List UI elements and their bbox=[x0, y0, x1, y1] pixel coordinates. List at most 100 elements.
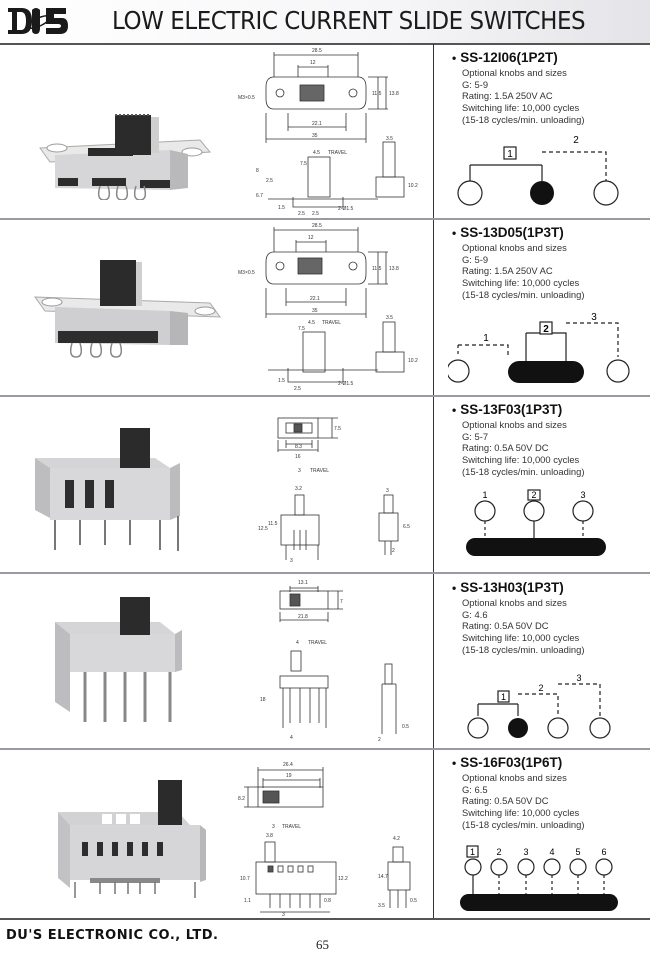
dim-label: 4.5 bbox=[308, 320, 315, 326]
diagram-label: 2 bbox=[538, 683, 543, 693]
dim-label: 4 bbox=[290, 735, 293, 741]
spec-block-ss-13f03: •SS-13F03(1P3T) Optional knobs and sizes… bbox=[452, 402, 647, 478]
dim-label: 16 bbox=[295, 454, 301, 460]
dim-label: TRAVEL bbox=[328, 150, 347, 156]
dimension-drawing-ss-13d05: 28.5 12 M3×0.5 11.5 13.8 22.1 35 4.5 TRA… bbox=[238, 223, 418, 392]
dim-label: 28.5 bbox=[312, 223, 322, 229]
diagram-label: 1 bbox=[501, 692, 506, 702]
dim-label: 12 bbox=[310, 60, 316, 66]
switch-photo-ss-13d05 bbox=[34, 260, 221, 358]
company-name: DU'S ELECTRONIC CO., LTD. bbox=[6, 928, 219, 943]
spec-knobs: Optional knobs and sizes bbox=[462, 597, 567, 608]
dim-label: 22.1 bbox=[312, 121, 322, 127]
dim-label: 8.2 bbox=[238, 796, 245, 802]
dim-label: 3.5 bbox=[386, 136, 393, 142]
dim-label: TRAVEL bbox=[282, 824, 301, 830]
dim-label: 10.2 bbox=[408, 183, 418, 189]
dim-label: 7.5 bbox=[298, 326, 305, 332]
spec-life: Switching life: 10,000 cycles bbox=[462, 277, 580, 289]
dim-label: 4.5 bbox=[313, 150, 320, 156]
contact-diagram-1p3t-d05: 1 2 3 bbox=[448, 312, 630, 383]
spec-g: G: 6.5 bbox=[462, 783, 488, 795]
diagram-label: 1 bbox=[470, 847, 475, 857]
spec-g: G: 5-9 bbox=[462, 78, 489, 90]
dim-label: 12 bbox=[308, 235, 314, 241]
dim-label: 7.5 bbox=[334, 426, 341, 432]
page-title: LOW ELECTRIC CURRENT SLIDE SWITCHES bbox=[112, 6, 586, 35]
row-divider bbox=[0, 748, 650, 750]
model-title: •SS-12I06(1P2T) bbox=[452, 50, 558, 65]
dim-label: 1.1 bbox=[244, 898, 251, 904]
dim-label: 3 bbox=[386, 488, 389, 494]
dim-label: 0.5 bbox=[402, 724, 409, 730]
dim-label: 3 bbox=[290, 558, 293, 564]
spec-rating: Rating: 0.5A 50V DC bbox=[462, 795, 549, 807]
dim-label: 3 bbox=[282, 912, 285, 917]
spec-rate: (15-18 cycles/min. unloading) bbox=[462, 818, 585, 830]
dim-label: 14.7 bbox=[378, 874, 388, 880]
dim-label: 35 bbox=[312, 133, 318, 139]
contact-diagram-1p2t: 1 2 bbox=[457, 135, 619, 206]
dim-label: 7.5 bbox=[300, 161, 307, 167]
dim-label: 0.5 bbox=[410, 898, 417, 904]
dim-label: TRAVEL bbox=[322, 320, 341, 326]
model-title: •SS-13D05(1P3T) bbox=[452, 225, 564, 240]
model-title: •SS-13F03(1P3T) bbox=[452, 402, 563, 417]
spec-block-ss-12i06: •SS-12I06(1P2T) Optional knobs and sizes… bbox=[452, 50, 647, 126]
diagram-label: 1 bbox=[483, 333, 489, 344]
spec-life: Switching life: 10,000 cycles bbox=[462, 102, 580, 114]
diagram-label: 3 bbox=[523, 847, 528, 857]
dim-label: 2.5 bbox=[312, 211, 319, 217]
diagram-label: 1 bbox=[507, 149, 513, 160]
dim-label: 22.1 bbox=[310, 296, 320, 302]
dim-label: 35 bbox=[312, 308, 318, 314]
model-title: •SS-13H03(1P3T) bbox=[452, 580, 564, 595]
row-divider bbox=[0, 572, 650, 574]
dim-label: 19 bbox=[286, 773, 292, 779]
dim-label: 4.2 bbox=[393, 836, 400, 842]
spec-block-ss-16f03: •SS-16F03(1P6T) Optional knobs and sizes… bbox=[452, 755, 647, 831]
dim-label: 2.5 bbox=[294, 386, 301, 392]
column-divider bbox=[433, 44, 434, 918]
diagram-label: 2 bbox=[573, 135, 579, 146]
dus-logo-icon bbox=[8, 8, 68, 34]
dimension-drawing-ss-16f03: 26.4 19 8.2 3 TRAVEL 3.8 10.7 12.2 14.7 … bbox=[238, 762, 417, 917]
dim-label: 12.5 bbox=[258, 526, 268, 532]
dim-label: 3 bbox=[272, 824, 275, 830]
dim-label: 28.5 bbox=[312, 48, 322, 54]
dim-label: M3×0.5 bbox=[238, 95, 255, 101]
dim-label: 0.8 bbox=[324, 898, 331, 904]
dim-label: 6.7 bbox=[256, 193, 263, 199]
diagram-label: 2 bbox=[496, 847, 501, 857]
dim-label: 3 bbox=[298, 468, 301, 474]
spec-rate: (15-18 cycles/min. unloading) bbox=[462, 288, 585, 300]
dim-label: 2-Ø1.5 bbox=[338, 206, 354, 212]
diagram-label: 1 bbox=[482, 490, 487, 500]
dim-label: 4 bbox=[296, 640, 299, 646]
spec-g: G: 5-9 bbox=[462, 253, 489, 265]
dim-label: 10.7 bbox=[240, 876, 250, 882]
dim-label: 13.8 bbox=[389, 91, 399, 97]
spec-rating: Rating: 1.5A 250V AC bbox=[462, 265, 553, 277]
dim-label: 11.5 bbox=[268, 521, 278, 527]
dim-label: 2-Ø1.5 bbox=[338, 381, 354, 387]
contact-diagram-1p3t-f03: 1 2 3 bbox=[466, 489, 606, 556]
diagram-label: 5 bbox=[575, 847, 580, 857]
dim-label: 2 bbox=[392, 548, 395, 554]
dim-label: 8.3 bbox=[295, 444, 302, 450]
dimension-drawing-ss-12i06: 28.5 12 M3×0.5 11.5 13.8 22.1 35 4.5 TRA… bbox=[238, 48, 418, 217]
dim-label: 2 bbox=[378, 737, 381, 743]
spec-life: Switching life: 10,000 cycles bbox=[462, 632, 580, 644]
dim-label: TRAVEL bbox=[308, 640, 327, 646]
diagram-label: 4 bbox=[549, 847, 554, 857]
dim-label: 1.5 bbox=[278, 205, 285, 211]
footer-divider bbox=[0, 918, 650, 920]
spec-rate: (15-18 cycles/min. unloading) bbox=[462, 465, 585, 477]
diagram-label: 3 bbox=[576, 673, 581, 683]
dim-label: 11.5 bbox=[372, 266, 382, 272]
page-header: LOW ELECTRIC CURRENT SLIDE SWITCHES bbox=[0, 0, 650, 44]
spec-rate: (15-18 cycles/min. unloading) bbox=[462, 643, 585, 655]
header-divider bbox=[0, 43, 650, 45]
spec-g: G: 4.6 bbox=[462, 608, 488, 620]
spec-knobs: Optional knobs and sizes bbox=[462, 772, 567, 783]
